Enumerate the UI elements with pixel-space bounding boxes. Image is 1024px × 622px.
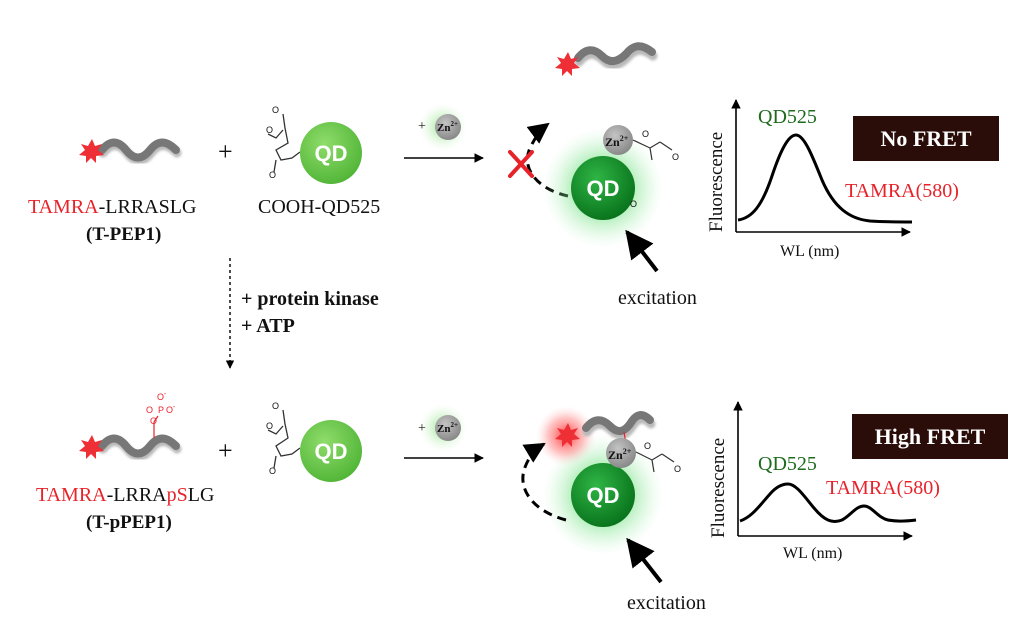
- peptide-code-top: (T-PEP1): [86, 224, 161, 245]
- svg-text:O: O: [672, 152, 679, 162]
- tamra-peptide-top: [79, 138, 182, 165]
- excitation-arrow-top: [625, 229, 659, 273]
- svg-text:Zn2+: Zn2+: [437, 421, 458, 435]
- qd-text-complex-bottom: QD: [587, 483, 620, 508]
- excitation-label-bottom: excitation: [627, 592, 706, 614]
- svg-text:Zn2+: Zn2+: [608, 447, 632, 462]
- svg-text:No FRET: No FRET: [880, 126, 971, 151]
- peptide-sequence: -LRRASLG: [99, 196, 197, 218]
- qd-peak-label-bottom: QD525: [758, 453, 817, 475]
- peptide-code-bottom: (T-pPEP1): [86, 512, 172, 533]
- high-fret-badge: High FRET: [852, 414, 1008, 459]
- tamra-peak-label-top: TAMRA(580): [845, 180, 959, 202]
- cooh-qd-bottom: O O O QD: [266, 401, 362, 482]
- peptide-label-top: TAMRA-LRRASLG: [28, 196, 196, 218]
- released-peptide-top: [555, 42, 658, 76]
- qd-text-complex-top: QD: [587, 176, 620, 201]
- plus-sign-bottom: +: [218, 436, 233, 465]
- reagent-atp: + ATP: [241, 315, 295, 337]
- svg-text:High FRET: High FRET: [875, 424, 986, 449]
- zn-addition-bottom: + Zn2+: [418, 404, 467, 452]
- tamra-star-icon-bottom: [79, 435, 104, 459]
- tamra-star-icon: [79, 139, 104, 163]
- svg-text:O: O: [674, 464, 681, 474]
- qd-text-bottom: QD: [315, 439, 348, 464]
- reagent-kinase: + protein kinase: [241, 288, 379, 310]
- qd-label-top: COOH-QD525: [258, 196, 380, 218]
- svg-text:O: O: [644, 441, 651, 451]
- qd-text-top: QD: [315, 141, 348, 166]
- tamra-phosphopeptide-bottom: O P O O - O -: [79, 391, 182, 461]
- svg-text:O: O: [272, 105, 279, 115]
- ylabel-top: Fluorescence: [706, 132, 727, 232]
- peptide-label-bottom: TAMRA-LRRApSLG: [36, 484, 214, 506]
- no-fret-badge: No FRET: [853, 116, 999, 161]
- svg-text:O: O: [266, 421, 273, 431]
- svg-text:O: O: [269, 170, 276, 180]
- zn-ion-top: [603, 125, 633, 155]
- qd-zn-complex-bottom: QD Zn2+ O O: [536, 406, 681, 555]
- plus-sign-top: +: [218, 137, 233, 166]
- svg-text:P: P: [158, 405, 164, 415]
- svg-text:O: O: [269, 466, 276, 476]
- spectrum-top: Fluorescence WL (nm) QD525 TAMRA(580): [706, 99, 959, 260]
- tamra-star-icon-bound: [555, 423, 580, 447]
- svg-text:O: O: [272, 401, 279, 411]
- phosphate-group: O P O O - O -: [146, 391, 176, 438]
- xlabel-bottom: WL (nm): [783, 545, 842, 562]
- xlabel-top: WL (nm): [780, 243, 839, 260]
- svg-text:O: O: [166, 405, 173, 415]
- tamra-peak-label-bottom: TAMRA(580): [826, 477, 940, 499]
- zn-ion-bottom: [606, 438, 636, 468]
- svg-text:+: +: [418, 421, 426, 436]
- svg-text:-: -: [173, 404, 176, 411]
- energy-transfer-arrow: [521, 442, 567, 522]
- qd-zn-complex-top: QD Zn2+ O O O: [543, 125, 679, 248]
- svg-text:Zn2+: Zn2+: [437, 120, 458, 134]
- tamra-name: TAMRA: [28, 196, 99, 218]
- ylabel-bottom: Fluorescence: [708, 438, 729, 538]
- spectrum-bottom: Fluorescence WL (nm) QD525 TAMRA(580): [708, 401, 940, 562]
- svg-text:O: O: [150, 416, 157, 426]
- emission-curve-bottom: [739, 482, 917, 523]
- svg-text:Zn2+: Zn2+: [605, 134, 629, 149]
- svg-text:O: O: [146, 405, 153, 415]
- svg-text:O: O: [630, 199, 637, 209]
- excitation-label-top: excitation: [618, 287, 697, 309]
- svg-text:-: -: [164, 391, 167, 398]
- svg-text:O: O: [157, 392, 164, 402]
- svg-text:O: O: [266, 125, 273, 135]
- svg-text:+: +: [418, 119, 426, 134]
- qd-peak-label-top: QD525: [758, 106, 817, 128]
- tamra-star-icon-released: [555, 52, 580, 76]
- svg-text:O: O: [642, 129, 649, 139]
- cross-icon: [508, 150, 534, 178]
- excitation-arrow-bottom: [626, 537, 663, 584]
- cooh-qd-top: O O O QD: [266, 105, 362, 184]
- emission-curve-top: [737, 133, 913, 224]
- zn-addition-top: + Zn2+: [418, 103, 467, 151]
